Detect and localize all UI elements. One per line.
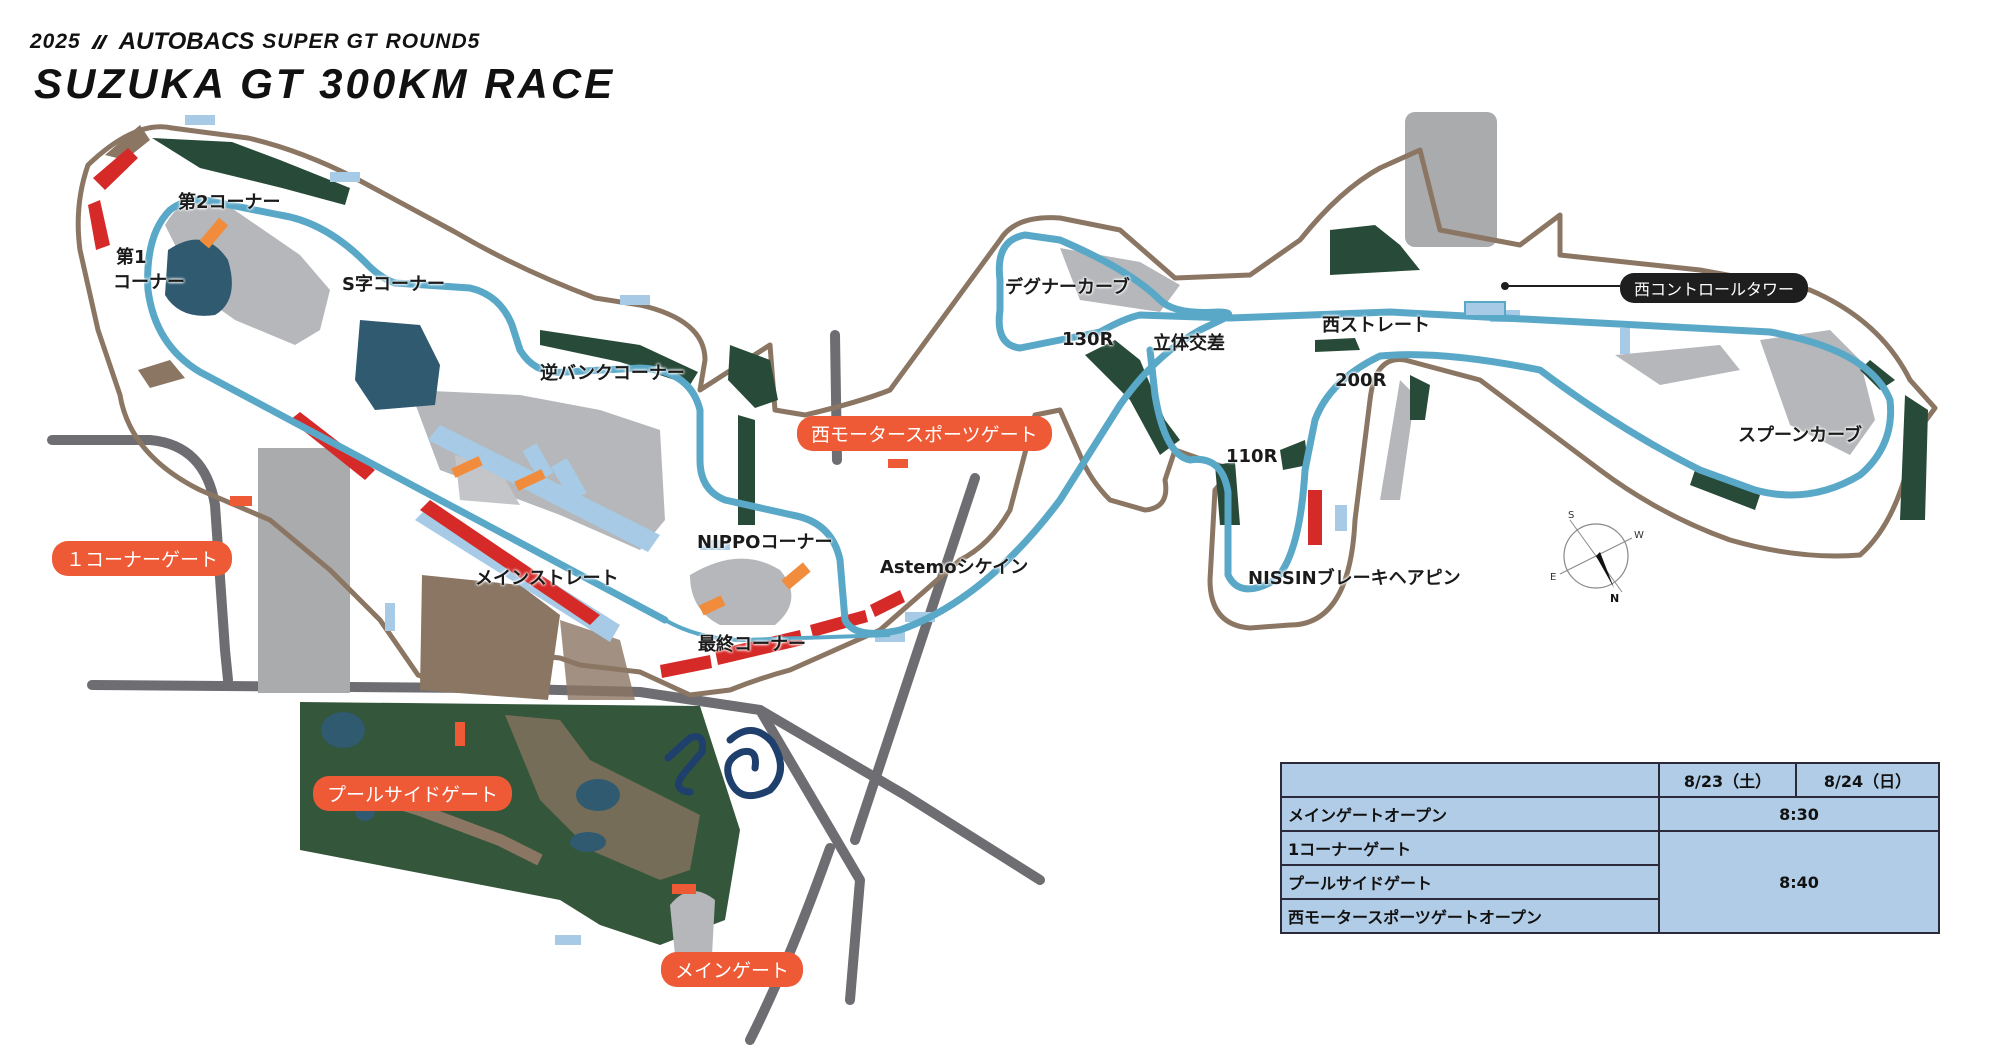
label-crossover: 立体交差 <box>1153 333 1225 354</box>
schedule-row: 西モータースポーツゲートオープン <box>1280 898 1939 934</box>
compass-s: S <box>1568 510 1574 521</box>
label-degner: デグナーカーブ <box>1005 277 1130 298</box>
paddock-ground <box>105 125 635 700</box>
schedule-row-time: 8:40 <box>1658 830 1940 934</box>
tower-leader-dot <box>1501 282 1509 290</box>
event-title: SUZUKA GT 300KM RACE <box>34 60 616 107</box>
schedule-row-time: 8:30 <box>1658 796 1940 832</box>
label-110r: 110R <box>1226 446 1278 467</box>
compass-e: E <box>1550 572 1556 583</box>
racing-track <box>144 196 1895 637</box>
park-area <box>300 702 740 955</box>
label-nippo: NIPPOコーナー <box>697 532 833 553</box>
kart-course <box>664 727 784 800</box>
pit-lane <box>664 618 891 643</box>
label-s-curve: S字コーナー <box>342 274 445 295</box>
schedule-day1: 8/23（土） <box>1658 762 1797 798</box>
schedule-header-row: 8/23（土） 8/24（日） <box>1280 762 1940 798</box>
circuit-boundary <box>75 124 1938 698</box>
autobacs-logo-icon <box>90 35 108 49</box>
poolside-gate-badge[interactable]: プールサイドゲート <box>313 776 513 811</box>
orange-markers <box>199 217 908 894</box>
schedule-row-label: 西モータースポーツゲートオープン <box>1280 898 1660 934</box>
west-motorsport-gate-badge[interactable]: 西モータースポーツゲート <box>797 416 1052 451</box>
west-control-tower <box>1464 301 1506 317</box>
header-top-line: 2025 AUTOBACS SUPER GT ROUND5 <box>30 28 615 56</box>
compass-n: N <box>1610 592 1619 604</box>
schedule-day2: 8/24（日） <box>1795 762 1940 798</box>
label-main-straight: メインストレート <box>475 568 619 589</box>
schedule-row-label: プールサイドゲート <box>1280 864 1660 900</box>
label-nissin-hairpin: NISSINブレーキヘアピン <box>1248 568 1461 589</box>
label-spoon: スプーンカーブ <box>1738 425 1863 446</box>
schedule-row: 1コーナーゲート 8:40 <box>1280 830 1940 934</box>
schedule-row: メインゲートオープン 8:30 <box>1280 796 1940 832</box>
compass: S W E N <box>1550 510 1644 604</box>
event-header: 2025 AUTOBACS SUPER GT ROUND5 SUZUKA GT … <box>30 28 615 108</box>
label-second-corner: 第2コーナー <box>178 192 281 213</box>
header-round: ROUND5 <box>385 30 481 53</box>
compass-w: W <box>1634 530 1644 541</box>
lakes <box>165 239 440 410</box>
header-series: SUPER GT <box>262 30 378 53</box>
label-astemo: Astemoシケイン <box>880 557 1029 578</box>
schedule-row-label: 1コーナーゲート <box>1280 830 1660 866</box>
main-gate-badge[interactable]: メインゲート <box>661 952 804 987</box>
label-first-corner-line1: 第1 <box>116 247 147 268</box>
west-control-tower-label: 西コントロールタワー <box>1620 273 1809 303</box>
label-final-corner: 最終コーナー <box>698 634 806 655</box>
header-year: 2025 <box>30 30 81 53</box>
header-brand: AUTOBACS <box>118 28 255 55</box>
label-reverse-bank: 逆バンクコーナー <box>540 363 685 384</box>
label-130r: 130R <box>1062 329 1114 350</box>
label-first-corner-line2: コーナー <box>113 272 185 293</box>
schedule-row: プールサイドゲート <box>1280 864 1939 900</box>
label-west-straight: 西ストレート <box>1322 315 1430 336</box>
gate-schedule-table: 8/23（土） 8/24（日） メインゲートオープン 8:30 1コーナーゲート… <box>1280 762 1940 934</box>
outer-roads <box>47 330 1045 1045</box>
first-corner-gate-badge[interactable]: １コーナーゲート <box>52 541 233 576</box>
schedule-row-label: メインゲートオープン <box>1280 796 1660 832</box>
label-200r: 200R <box>1335 370 1387 391</box>
schedule-header-empty <box>1280 762 1660 798</box>
parking-areas <box>258 112 1497 693</box>
